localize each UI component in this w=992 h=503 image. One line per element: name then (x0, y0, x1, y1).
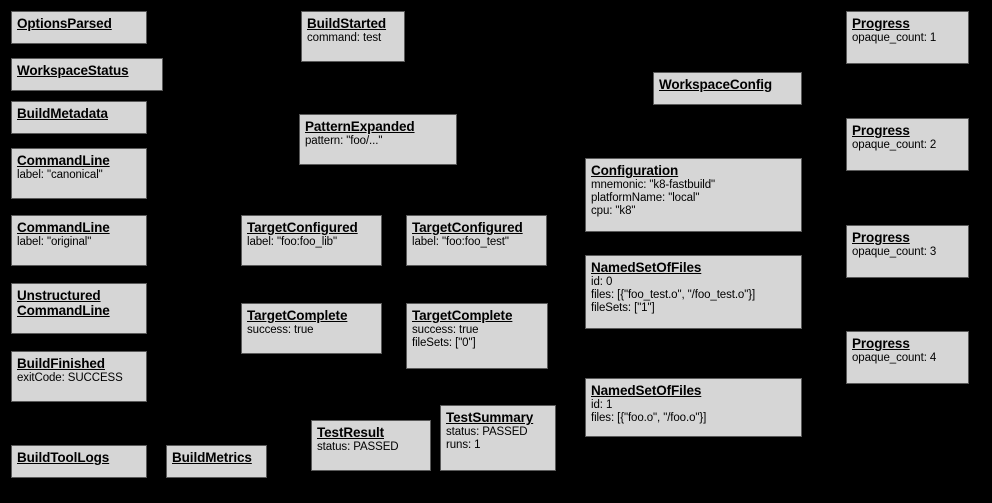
node-attributes: label: "foo:foo_lib" (247, 236, 376, 249)
node-attributes: command: test (307, 32, 399, 45)
node-attributes: opaque_count: 3 (852, 246, 963, 259)
node-title: TestResult (317, 425, 385, 440)
node-title: TargetConfigured (412, 220, 523, 235)
node-attribute-line: runs: 1 (446, 438, 481, 451)
node-title: BuildMetrics (172, 450, 252, 465)
node-workspace-status[interactable]: WorkspaceStatus (11, 58, 163, 91)
node-attribute-line: success: true (247, 324, 314, 337)
node-title: NamedSetOfFiles (591, 383, 702, 398)
node-attribute-line: pattern: "foo/..." (305, 135, 383, 148)
node-title: NamedSetOfFiles (591, 260, 702, 275)
node-build-tool-logs[interactable]: BuildToolLogs (11, 445, 147, 478)
node-title: Progress (852, 16, 910, 31)
node-title: WorkspaceConfig (659, 77, 773, 92)
node-title: TestSummary (446, 410, 534, 425)
node-attribute-line: files: [{"foo.o", "/foo.o"}] (591, 411, 707, 424)
node-attributes: opaque_count: 4 (852, 352, 963, 365)
node-build-metadata[interactable]: BuildMetadata (11, 101, 147, 134)
node-attribute-line: opaque_count: 2 (852, 139, 937, 152)
node-attribute-line: success: true (412, 324, 479, 337)
node-attributes: status: PASSED (317, 441, 425, 454)
node-attributes: opaque_count: 2 (852, 139, 963, 152)
node-title: TargetComplete (412, 308, 513, 323)
node-build-metrics[interactable]: BuildMetrics (166, 445, 267, 478)
node-attributes: exitCode: SUCCESS (17, 372, 141, 385)
node-title: WorkspaceStatus (17, 63, 129, 78)
node-title: Configuration (591, 163, 679, 178)
node-attribute-line: platformName: "local" (591, 191, 700, 204)
node-title: Progress (852, 123, 910, 138)
node-attribute-line: files: [{"foo_test.o", "/foo_test.o"}] (591, 288, 756, 301)
node-title: Progress (852, 230, 910, 245)
node-options-parsed[interactable]: OptionsParsed (11, 11, 147, 44)
node-attributes: label: "foo:foo_test" (412, 236, 541, 249)
node-attribute-line: fileSets: ["1"] (591, 301, 655, 314)
node-attribute-line: label: "canonical" (17, 169, 103, 182)
node-title: Progress (852, 336, 910, 351)
node-attribute-line: opaque_count: 4 (852, 352, 937, 365)
node-attribute-line: label: "foo:foo_lib" (247, 236, 337, 249)
node-attributes: mnemonic: "k8-fastbuild"platformName: "l… (591, 179, 796, 218)
node-title: BuildMetadata (17, 106, 108, 121)
node-title: Unstructured CommandLine (17, 288, 110, 319)
node-attribute-line: opaque_count: 3 (852, 246, 937, 259)
node-attribute-line: command: test (307, 32, 382, 45)
node-title: CommandLine (17, 220, 110, 235)
node-unstructured-command-line[interactable]: Unstructured CommandLine (11, 283, 147, 334)
node-title: BuildToolLogs (17, 450, 110, 465)
node-attribute-line: cpu: "k8" (591, 204, 636, 217)
node-attributes: label: "canonical" (17, 169, 141, 182)
node-attribute-line: mnemonic: "k8-fastbuild" (591, 179, 716, 192)
node-attributes: success: true (247, 324, 376, 337)
node-attribute-line: status: PASSED (446, 426, 528, 439)
node-title: BuildStarted (307, 16, 387, 31)
node-title: CommandLine (17, 153, 110, 168)
node-attribute-line: opaque_count: 1 (852, 32, 937, 45)
node-attribute-line: label: "original" (17, 236, 92, 249)
node-title: TargetComplete (247, 308, 348, 323)
node-attribute-line: label: "foo:foo_test" (412, 236, 509, 249)
node-attributes: label: "original" (17, 236, 141, 249)
node-attributes: opaque_count: 1 (852, 32, 963, 45)
node-title: PatternExpanded (305, 119, 415, 134)
node-attribute-line: fileSets: ["0"] (412, 336, 476, 349)
node-attribute-line: exitCode: SUCCESS (17, 372, 123, 385)
node-title: BuildFinished (17, 356, 105, 371)
node-attribute-line: id: 1 (591, 399, 613, 412)
node-workspace-config[interactable]: WorkspaceConfig (653, 72, 802, 105)
node-title: OptionsParsed (17, 16, 112, 31)
node-title: TargetConfigured (247, 220, 358, 235)
node-attribute-line: status: PASSED (317, 441, 399, 454)
node-attribute-line: id: 0 (591, 276, 613, 289)
node-attributes: pattern: "foo/..." (305, 135, 451, 148)
